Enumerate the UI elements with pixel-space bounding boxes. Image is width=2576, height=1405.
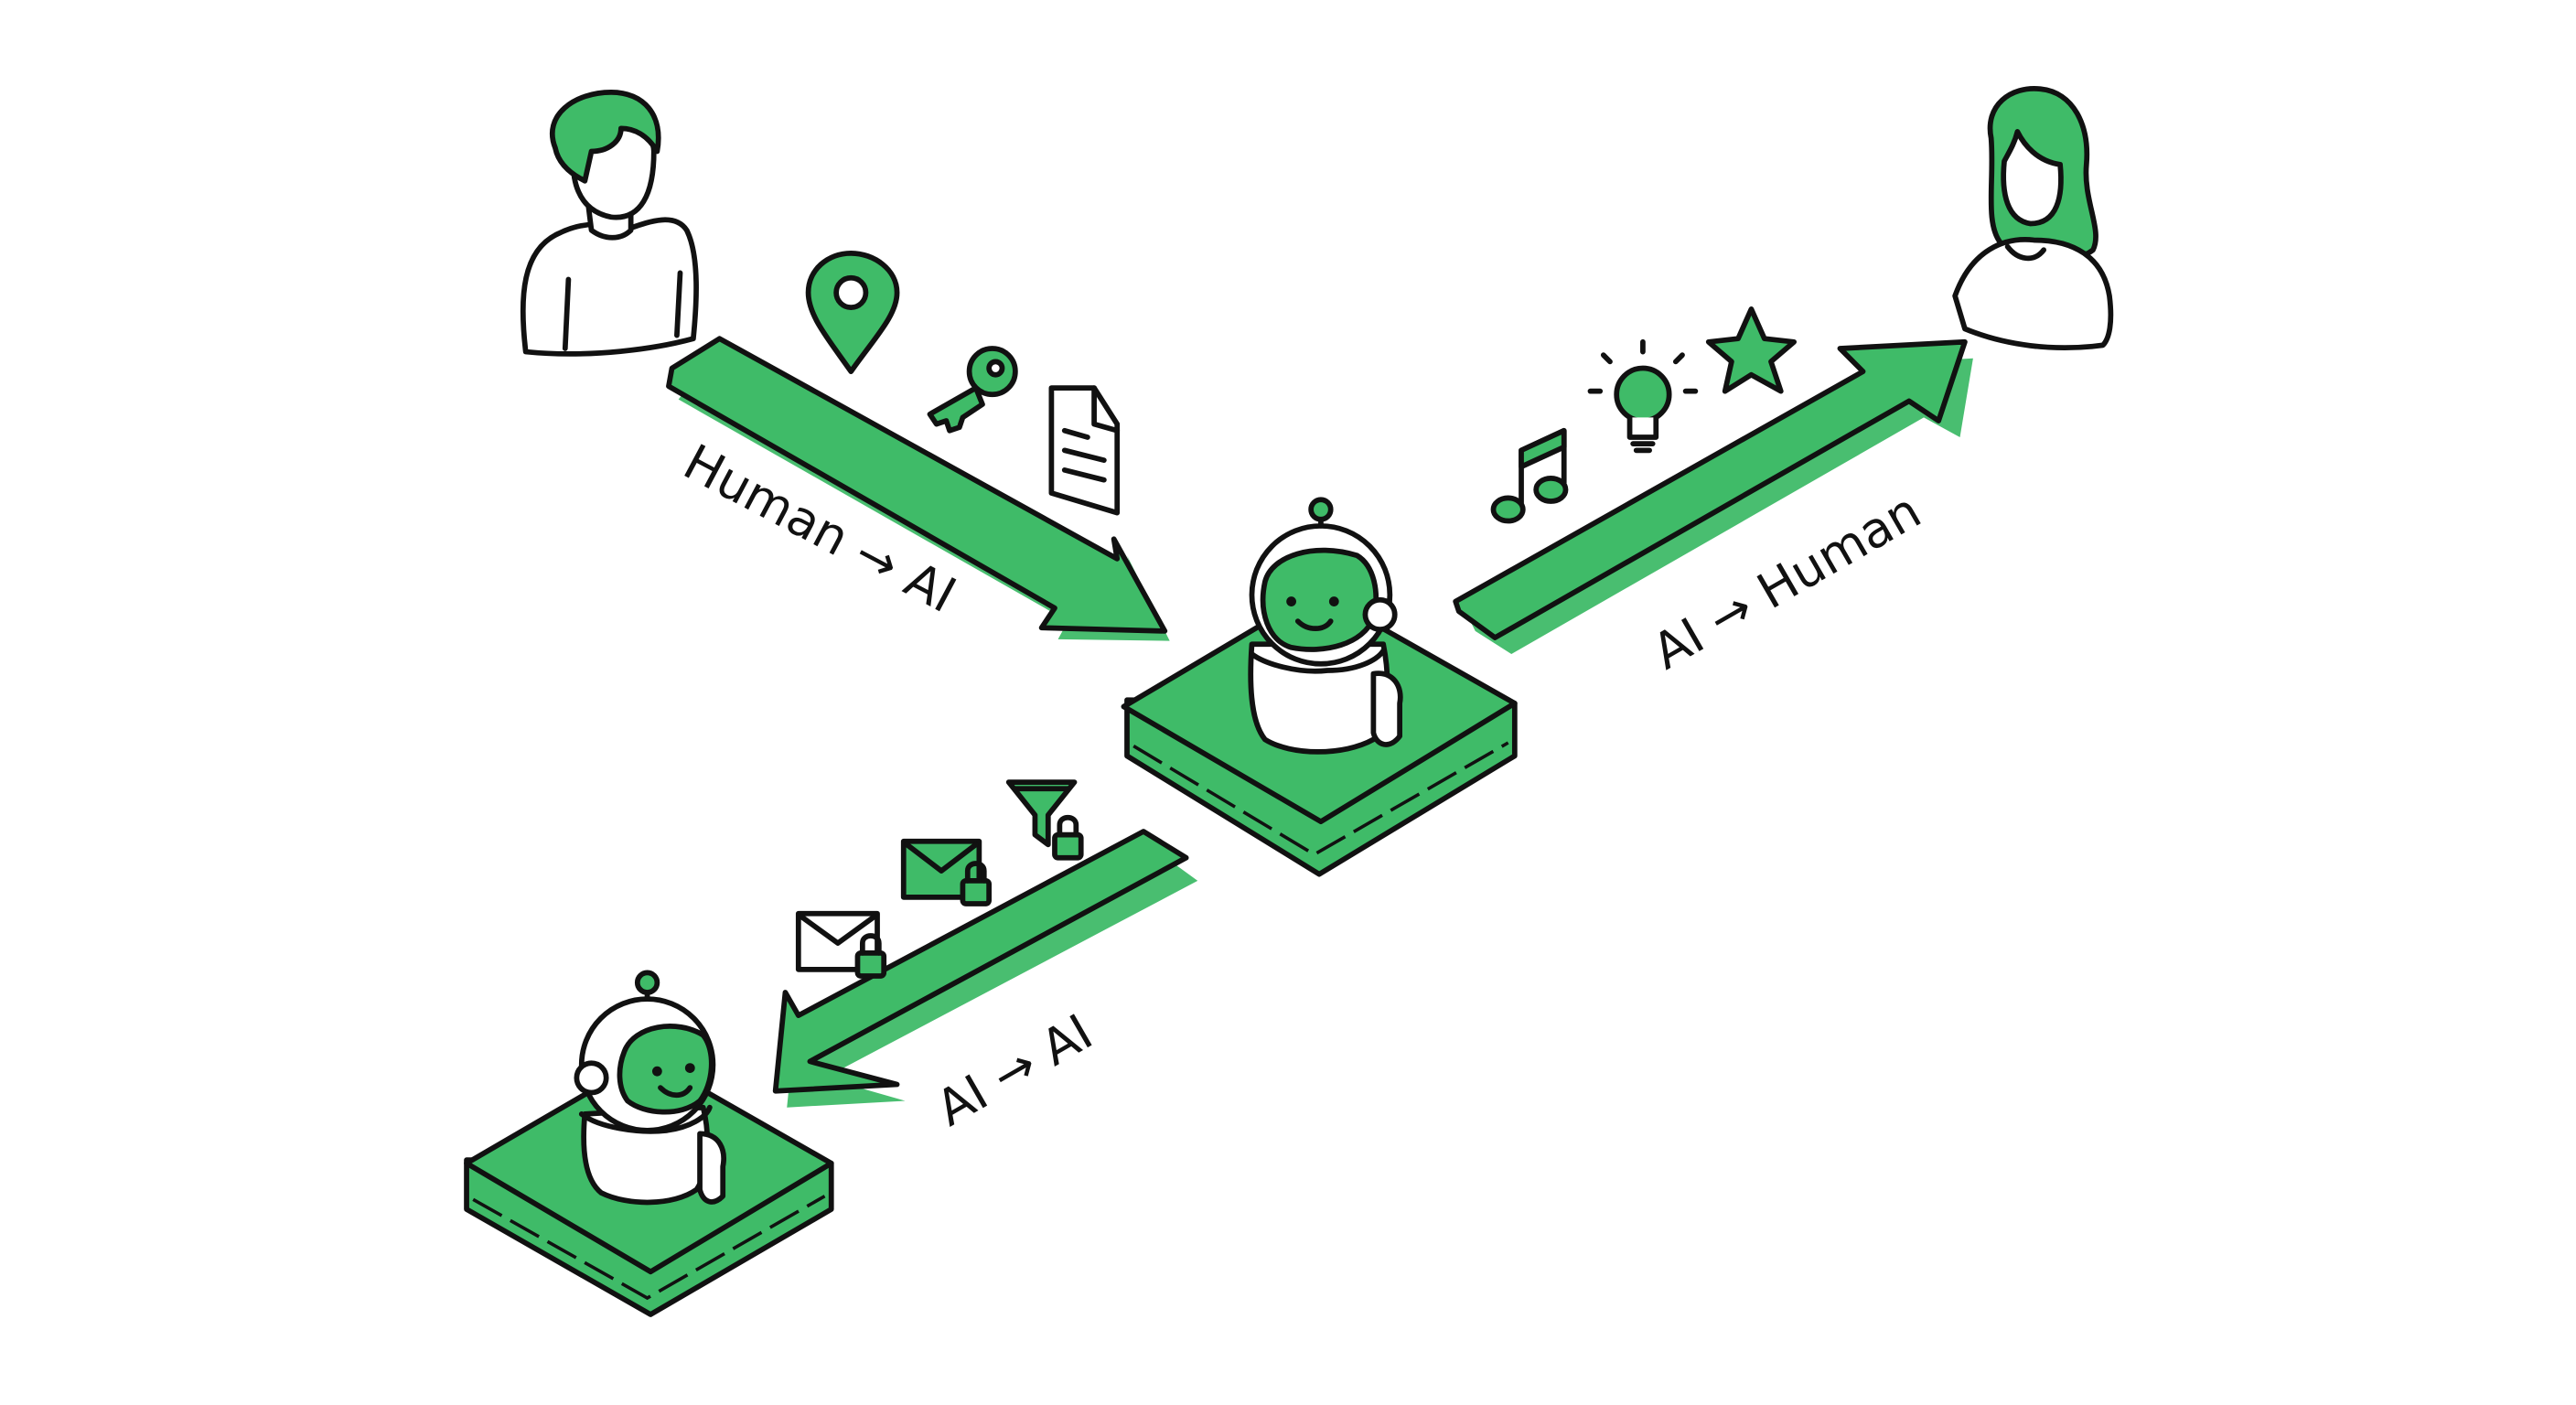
key-icon bbox=[927, 346, 1018, 434]
arrow-ai-to-human bbox=[1453, 338, 1973, 655]
locked-filter-icon bbox=[1005, 779, 1084, 861]
music-note-icon bbox=[1490, 427, 1569, 524]
locked-envelope-icon bbox=[900, 838, 993, 906]
star-icon bbox=[1705, 306, 1798, 394]
arrow-human-to-ai bbox=[666, 336, 1170, 641]
label-ai-to-ai: AI → AI bbox=[927, 1003, 1102, 1138]
lightbulb-icon bbox=[1587, 338, 1699, 454]
arrow-ai-to-ai bbox=[772, 829, 1198, 1108]
document-icon bbox=[1048, 385, 1121, 516]
robot-main-icon bbox=[1248, 497, 1403, 755]
location-pin-icon bbox=[805, 250, 900, 374]
robot-secondary-icon bbox=[574, 970, 726, 1206]
locked-envelope-icon bbox=[795, 910, 887, 979]
person-woman-icon bbox=[1952, 85, 2114, 350]
person-man-icon bbox=[520, 89, 699, 357]
